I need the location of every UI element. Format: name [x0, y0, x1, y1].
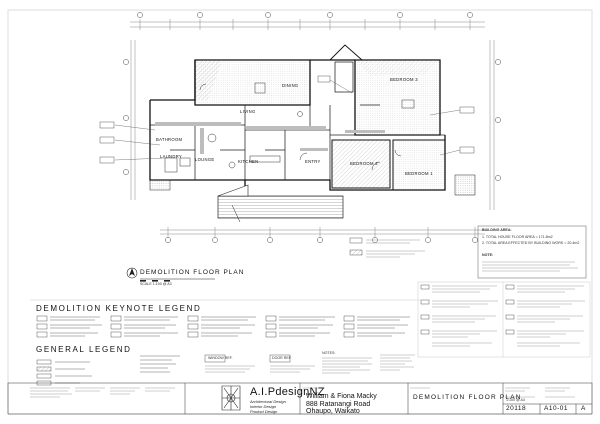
- general-legend-items: [36, 354, 372, 386]
- keynote-tags: [99, 75, 475, 164]
- plan-scale: SCALE 1:100 @ A3: [140, 282, 172, 286]
- company-logo-icon: [221, 385, 241, 411]
- project-number: 20118: [506, 405, 527, 412]
- demolition-strips: [155, 122, 385, 154]
- sheet-title: DEMOLITION FLOOR PLAN: [413, 394, 522, 401]
- grid-bubbles-bottom: [165, 237, 478, 243]
- rear-deck: [217, 184, 344, 223]
- revision-letter: A: [581, 405, 586, 412]
- porch: [454, 174, 476, 196]
- brand-sub-1: Architectural Design: [250, 399, 286, 404]
- legend-swatch-1: [349, 237, 363, 244]
- bedroom1-fill: [393, 140, 445, 190]
- building-area-line2: 2. TOTAL AREA EFFECTED BY BUILDING WORK …: [482, 241, 580, 245]
- general-legend-title: GENERAL LEGEND: [36, 345, 132, 354]
- keynote-leaders: [114, 79, 461, 161]
- building-area-box: [477, 225, 587, 279]
- door-ref-label: DOOR REF.: [272, 356, 292, 360]
- dimension-lines-top: [130, 19, 485, 30]
- right-notes-column: [380, 281, 591, 371]
- building-area-line1: 1. TOTAL HOUSE FLOOR AREA = 171.8m2: [482, 235, 553, 239]
- bedroom2-hatch: [332, 140, 390, 188]
- client-name: William & Fiona Macky: [306, 393, 377, 400]
- brand-sub-3: Product Design: [250, 409, 278, 414]
- building-area-title: BUILDING AREA:: [482, 228, 512, 232]
- fixtures: [164, 82, 415, 173]
- room-label-bedroom1: BEDROOM 1: [405, 171, 433, 176]
- sheet-number: A10-01: [544, 405, 568, 412]
- brand-name: A.I.PdesignNZ: [250, 386, 325, 398]
- room-label-living: LIVING: [240, 109, 256, 114]
- room-label-kitchen: KITCHEN: [238, 159, 259, 164]
- room-label-laundry: LAUNDRY: [160, 154, 183, 159]
- building-area-note-title: NOTE:: [482, 253, 494, 257]
- keynote-legend-title: DEMOLITION KEYNOTE LEGEND: [36, 304, 202, 313]
- grid-bubbles-top: [137, 12, 473, 18]
- room-label-bathroom: BATHROOM: [156, 137, 183, 142]
- titleblock-scale: 1:100 @ A3: [506, 398, 525, 402]
- room-label-lounge: LOUNGE: [195, 157, 215, 162]
- window-ref-label: WINDOW REF.: [208, 356, 233, 360]
- room-label-bedroom3: BEDROOM 3: [390, 77, 418, 82]
- dimension-lines-bottom: [160, 227, 485, 237]
- client-address-1: 888 Ratanangi Road: [306, 401, 371, 408]
- grid-bubbles-side: [123, 59, 501, 181]
- room-label-entry: ENTRY: [305, 159, 321, 164]
- note-lines-mid: [366, 239, 425, 258]
- notes-label: NOTES:: [322, 351, 336, 355]
- room-label-bedroom2: BEDROOM 2: [350, 161, 378, 166]
- legend-swatch-2: [349, 249, 363, 256]
- client-address-2: Ohaupo, Waikato: [306, 408, 360, 415]
- title-block: [7, 382, 593, 415]
- keynote-legend-items: [36, 315, 410, 338]
- brand-sub-2: Interior Design: [250, 404, 277, 409]
- room-label-dining: DINING: [282, 83, 299, 88]
- plan-title: DEMOLITION FLOOR PLAN: [140, 269, 245, 276]
